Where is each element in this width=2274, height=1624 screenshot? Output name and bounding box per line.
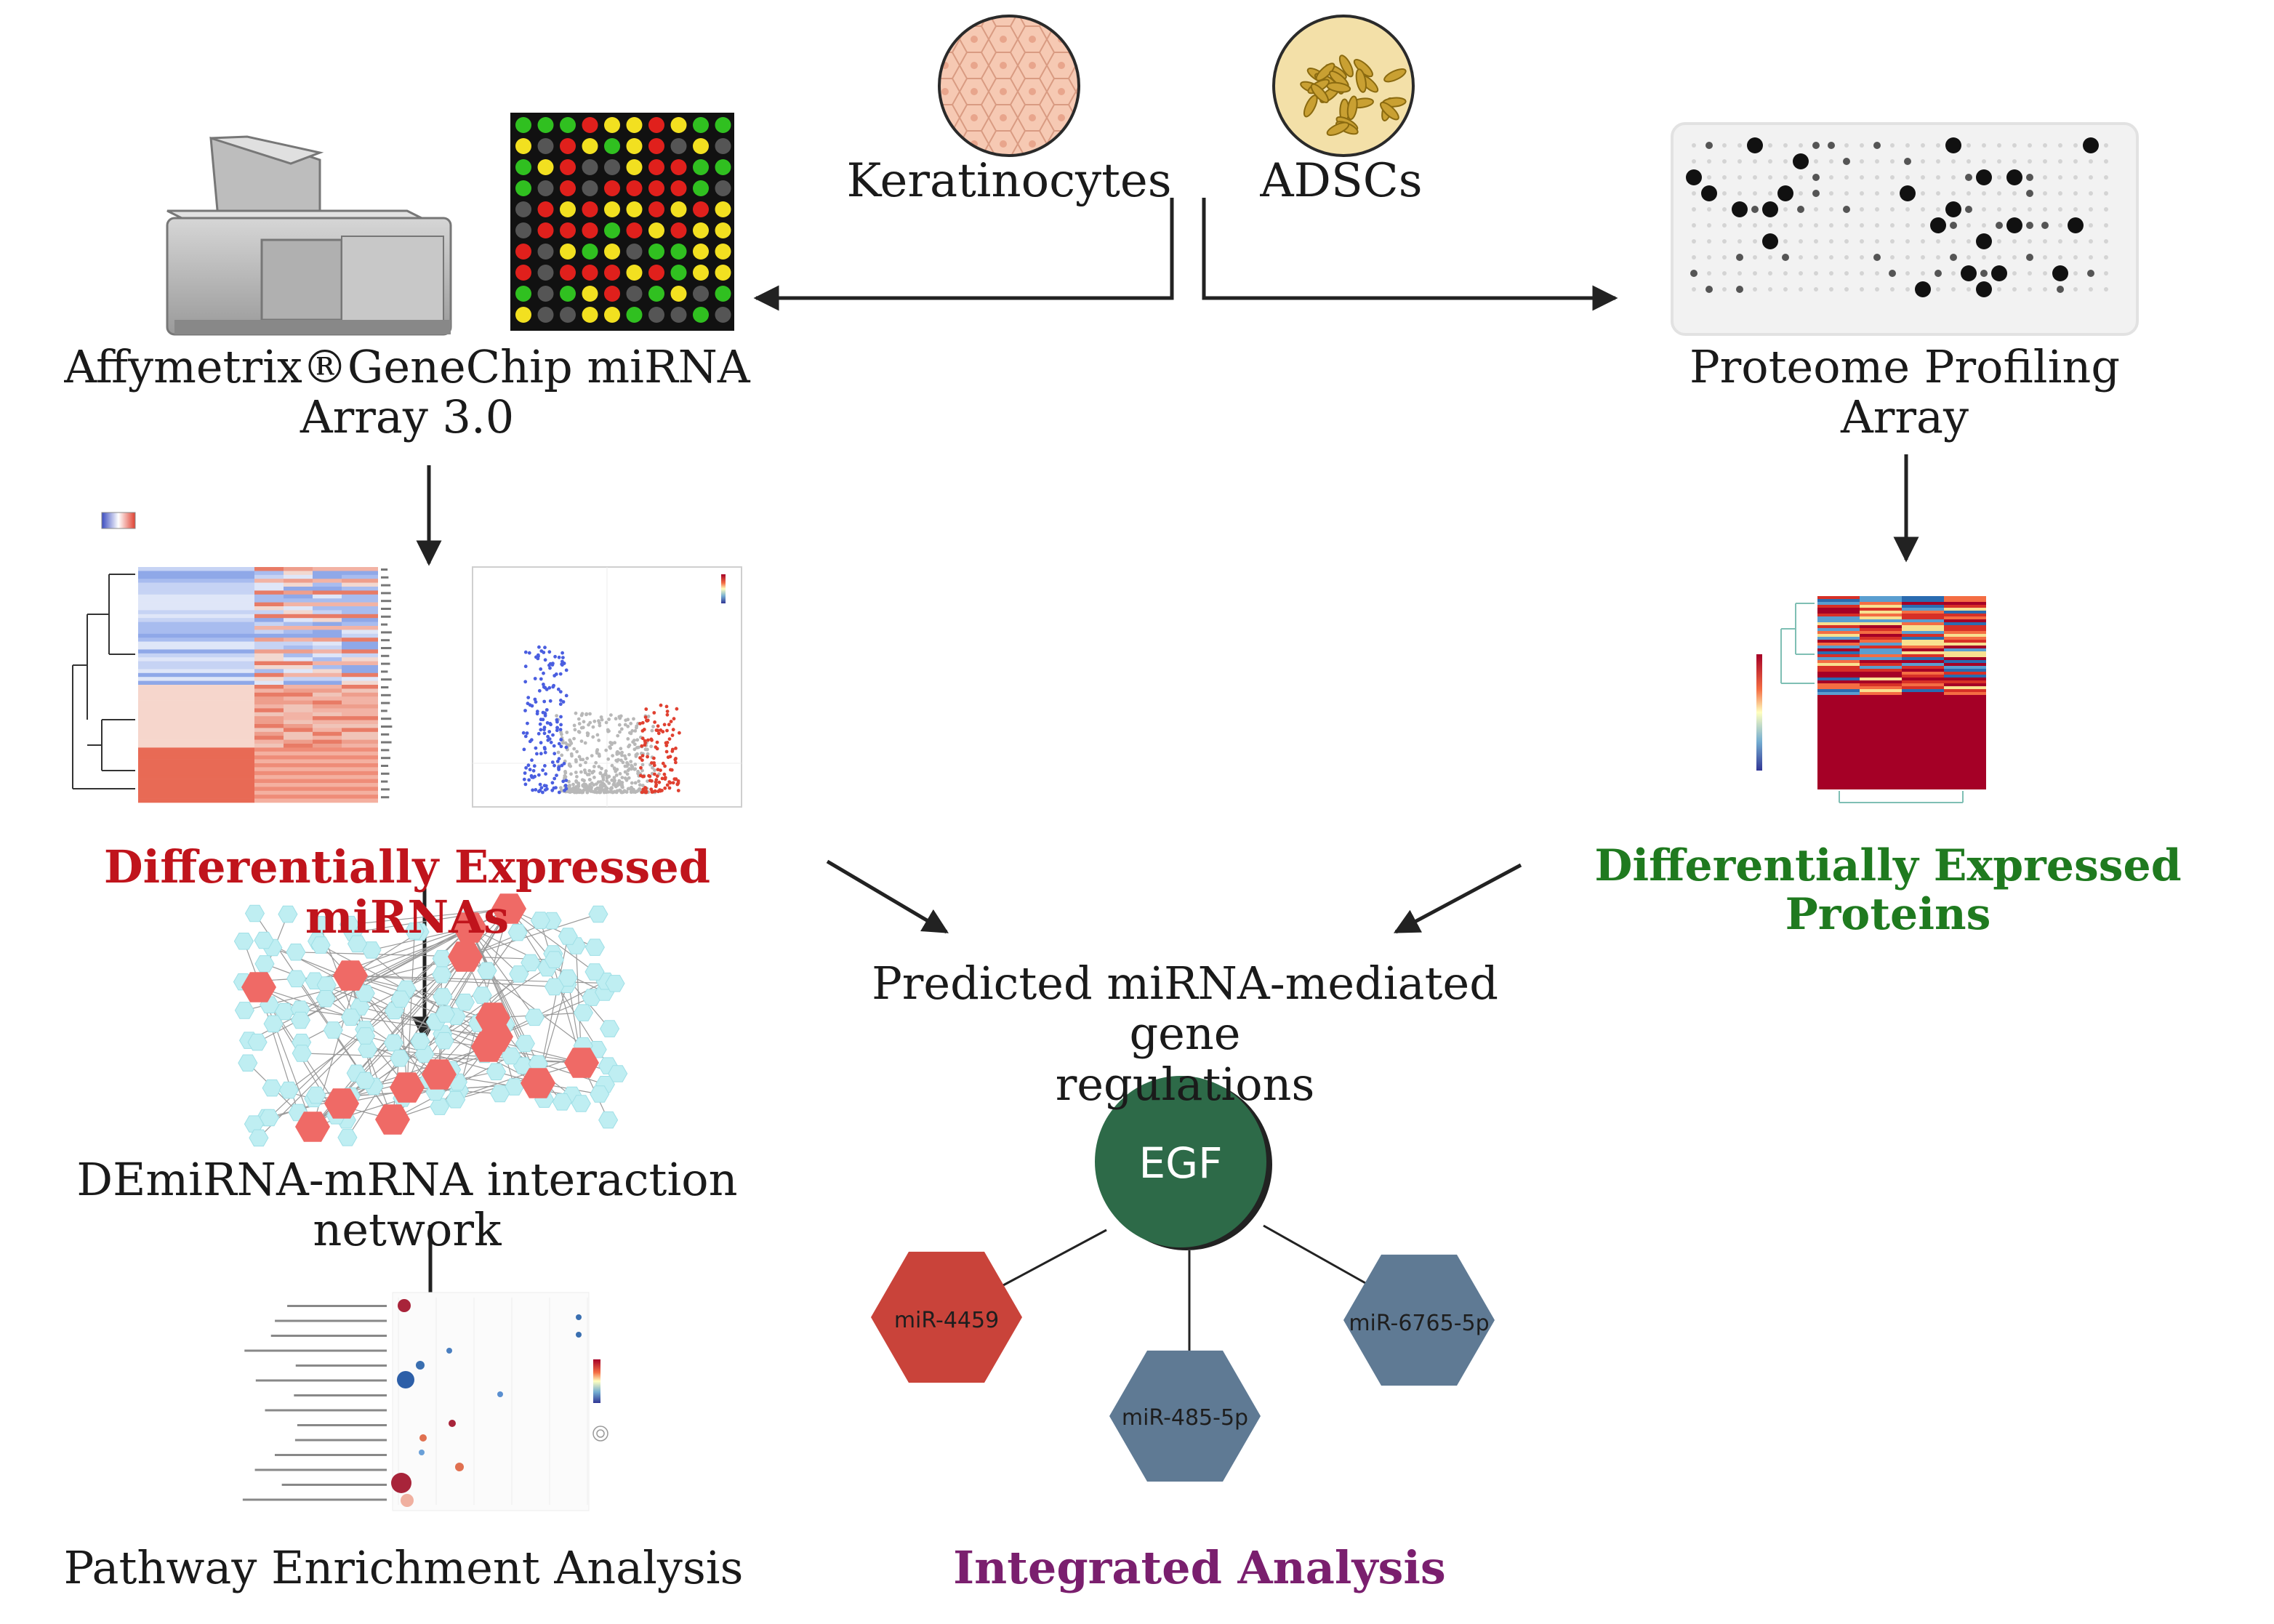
mir-485-5p-node bbox=[1109, 1350, 1261, 1482]
mir-4459-node bbox=[871, 1251, 1022, 1383]
network-title: DEmiRNA-mRNA interaction network bbox=[76, 1153, 738, 1257]
mir-4459-label: miR-4459 bbox=[894, 1308, 999, 1333]
microarray-chip-icon bbox=[510, 113, 734, 331]
proteome-platform-line1: Proteome Profiling bbox=[1689, 340, 2121, 393]
genechip-platform-line1: Affymetrix®GeneChip miRNA bbox=[64, 340, 750, 393]
mirna-heatmap bbox=[72, 512, 393, 803]
mir-485-5p-label: miR-485-5p bbox=[1122, 1405, 1248, 1431]
genechip-scanner-icon bbox=[166, 135, 452, 336]
de-proteins-title: Differentially Expressed Proteins bbox=[1594, 840, 2182, 941]
egf-regulation-network: EGF miR-4459 miR-485-5p miR-6765-5p bbox=[871, 1076, 1495, 1482]
interaction-network bbox=[233, 893, 628, 1147]
proteome-array-blot-icon bbox=[1671, 122, 2139, 336]
pathway-title: Pathway Enrichment Analysis bbox=[63, 1541, 744, 1594]
genechip-platform-label: Affymetrix®GeneChip miRNA Array 3.0 bbox=[44, 342, 771, 443]
de-mirnas-title: Differentially Expressed miRNAs bbox=[103, 840, 711, 944]
adscs-icon bbox=[1272, 15, 1415, 157]
mir-6765-5p-label: miR-6765-5p bbox=[1349, 1311, 1489, 1336]
prediction-line1: Predicted miRNA-mediated gene bbox=[872, 957, 1498, 1061]
mir-6765-5p-node bbox=[1343, 1254, 1495, 1386]
keratinocytes-icon bbox=[938, 15, 1080, 157]
adscs-label: ADSCs bbox=[1260, 154, 1423, 208]
genechip-platform-line2: Array 3.0 bbox=[300, 390, 515, 444]
protein-heatmap bbox=[1756, 596, 1986, 803]
volcano-plot bbox=[472, 566, 742, 808]
prediction-line2: regulations bbox=[1055, 1057, 1315, 1111]
egf-label: EGF bbox=[1139, 1138, 1223, 1188]
proteome-platform-label: Proteome Profiling Array bbox=[1665, 342, 2145, 443]
integrated-title: Integrated Analysis bbox=[953, 1541, 1446, 1594]
prediction-label: Predicted miRNA-mediated gene regulation… bbox=[814, 957, 1556, 1111]
split-arrows bbox=[753, 198, 1618, 311]
pathway-bubble-plot bbox=[242, 1292, 608, 1511]
egf-node bbox=[1095, 1076, 1266, 1247]
keratinocytes-label: Keratinocytes bbox=[846, 154, 1172, 208]
proteome-platform-line2: Array bbox=[1840, 390, 1969, 444]
